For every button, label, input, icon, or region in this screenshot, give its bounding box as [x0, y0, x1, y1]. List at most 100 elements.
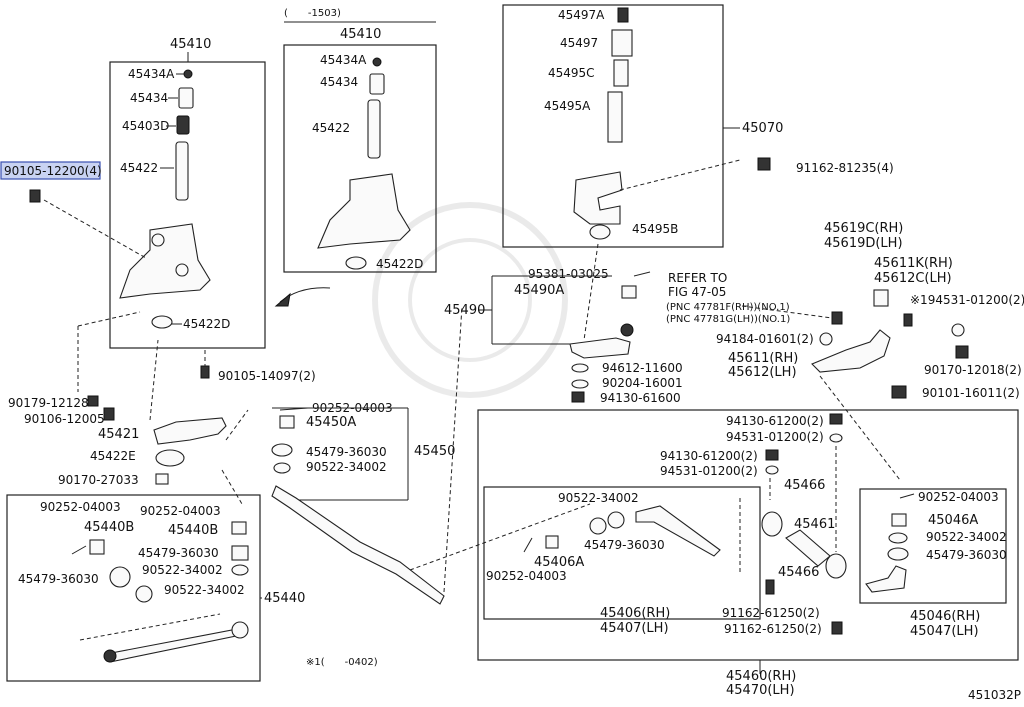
- refer-line-4: (PNC 47781G(LH))(NO.1): [666, 314, 790, 325]
- label-45619D: 45619D(LH): [824, 236, 903, 251]
- label-94130-b: 94130-61200(2): [660, 449, 758, 463]
- highlighted-part-90105-12200[interactable]: 90105-12200(4): [0, 161, 147, 259]
- label-45406A: 45406A: [534, 555, 584, 570]
- watermark: [372, 202, 568, 398]
- bushing-ring-icon: [151, 315, 173, 329]
- group-45410-a: 45410 45434A 45434 45403D 45422 45422D: [109, 37, 266, 349]
- label-45422D-b: 45422D: [376, 257, 423, 271]
- label-45460: 45460(RH): [726, 669, 796, 684]
- refer-line-2: FIG 47-05: [668, 285, 726, 299]
- label-45422-a: 45422: [120, 161, 158, 175]
- label-90252-b: 90252-04003: [140, 504, 221, 518]
- label-45410-b: 45410: [340, 27, 381, 42]
- knuckle-icon: [573, 171, 623, 225]
- label-45495C: 45495C: [548, 66, 595, 80]
- refer-line-1: REFER TO: [668, 271, 727, 285]
- label-45490: 45490: [444, 303, 485, 318]
- label-45495A: 45495A: [544, 99, 591, 113]
- label-45434A-b: 45434A: [320, 53, 367, 67]
- label-91162-b: 91162-61250(2): [724, 622, 822, 636]
- group-45410-b: ( -1503) 45410 45434A 45434 45422 45422D: [283, 8, 437, 273]
- label-90106-12005: 90106-12005: [24, 412, 105, 426]
- group-45440: 90252-04003 45440B 90252-04003 45440B 45…: [6, 494, 305, 682]
- idler-arm-icon: [153, 417, 227, 445]
- label-45461: 45461: [794, 517, 835, 532]
- label-45406: 45406(RH): [600, 606, 670, 621]
- label-94531-b: 94531-01200(2): [660, 464, 758, 478]
- label-90204: 90204-16001: [602, 376, 683, 390]
- relay-rod-icon: [105, 629, 237, 663]
- label-45612: 45612(LH): [728, 365, 797, 380]
- label-45497: 45497: [560, 36, 598, 50]
- label-90170-27033: 90170-27033: [58, 473, 139, 487]
- label-45490A: 45490A: [514, 283, 564, 298]
- label-90252-t: 90252-04003: [486, 569, 567, 583]
- label-45466-a: 45466: [784, 478, 825, 493]
- label-90522-e: 90522-34002: [926, 530, 1007, 544]
- label-94531-a: 94531-01200(2): [726, 430, 824, 444]
- label-90522-m: 90522-34002: [306, 460, 387, 474]
- label-45434-b: 45434: [320, 75, 358, 89]
- label-45450: 45450: [414, 444, 455, 459]
- label-45407: 45407(LH): [600, 621, 669, 636]
- label-90170-12018: 90170-12018(2): [924, 363, 1022, 377]
- label-45421: 45421: [98, 427, 139, 442]
- label-45434A-a: 45434A: [128, 67, 175, 81]
- upper-note: ( -1503): [284, 8, 341, 19]
- label-45611: 45611(RH): [728, 351, 798, 366]
- group-45490: 95381-03025 45490A 45490 94612-11600 902…: [444, 243, 683, 405]
- label-45479-b: 45479-36030: [18, 572, 99, 586]
- refer-note: REFER TO FIG 47-05 (PNC 47781F(RH))(NO.1…: [666, 271, 790, 325]
- label-90101-16011: 90101-16011(2): [922, 386, 1020, 400]
- label-45611K: 45611K(RH): [874, 256, 953, 271]
- version-note: ※1( -0402): [306, 657, 378, 668]
- label-91162-81235: 91162-81235(4): [796, 161, 894, 175]
- label-45497A: 45497A: [558, 8, 605, 22]
- refer-line-3: (PNC 47781F(RH))(NO.1): [666, 302, 790, 313]
- label-45422D-a: 45422D: [183, 317, 230, 331]
- pitman-arm-icon: [569, 337, 631, 359]
- label-94184: 94184-01601(2): [716, 332, 814, 346]
- label-45440B-b: 45440B: [168, 523, 218, 538]
- figure-code: 451032P: [968, 688, 1021, 702]
- label-94612: 94612-11600: [602, 361, 683, 375]
- label-45047: 45047(LH): [910, 624, 979, 639]
- label-90105-14097: 90105-14097(2): [218, 369, 316, 383]
- label-90522-t: 90522-34002: [558, 491, 639, 505]
- label-45466-b: 45466: [778, 565, 819, 580]
- label-95381: 95381-03025: [528, 267, 609, 281]
- spring-icon: [176, 115, 190, 135]
- label-90522-b: 90522-34002: [164, 583, 245, 597]
- nut-icon: [183, 69, 193, 79]
- label-90252-a: 90252-04003: [40, 500, 121, 514]
- group-45070: 45497A 45497 45495C 45495A 45070 91162-8…: [502, 4, 894, 248]
- label-45046A: 45046A: [928, 513, 978, 528]
- label-45434-a: 45434: [130, 91, 168, 105]
- label-45422E: 45422E: [90, 449, 136, 463]
- label-91162-a: 91162-61250(2): [722, 606, 820, 620]
- label-94130-a: 94130-61200(2): [726, 414, 824, 428]
- tie-rod-icon: [271, 485, 445, 605]
- label-45440: 45440: [264, 591, 305, 606]
- idler-arm-group: 90105-14097(2) 90179-12128 90106-12005 4…: [8, 311, 316, 505]
- label-194531: ※194531-01200(2): [910, 293, 1024, 307]
- label-45470: 45470(LH): [726, 683, 795, 698]
- bushing-icon: [178, 87, 194, 109]
- group-45460: 94130-61200(2) 94531-01200(2) 94130-6120…: [477, 409, 1019, 698]
- group-45611: 45619C(RH) 45619D(LH) 45611K(RH) 45612C(…: [716, 221, 1024, 481]
- label-45403D-a: 45403D: [122, 119, 169, 133]
- knuckle-arm-icon: [811, 329, 891, 373]
- label-90179-12128: 90179-12128: [8, 396, 89, 410]
- label-45070: 45070: [742, 121, 783, 136]
- label-45619C: 45619C(RH): [824, 221, 903, 236]
- adjusting-tube-icon: [785, 529, 831, 567]
- label-45410-a: 45410: [170, 37, 211, 52]
- bolt-icon: [29, 189, 41, 203]
- label-45479-m: 45479-36030: [306, 445, 387, 459]
- label-45479-e: 45479-36030: [926, 548, 1007, 562]
- label-90522-a: 90522-34002: [142, 563, 223, 577]
- tie-rod-end-icon: [635, 505, 721, 557]
- label-45440B-a: 45440B: [84, 520, 134, 535]
